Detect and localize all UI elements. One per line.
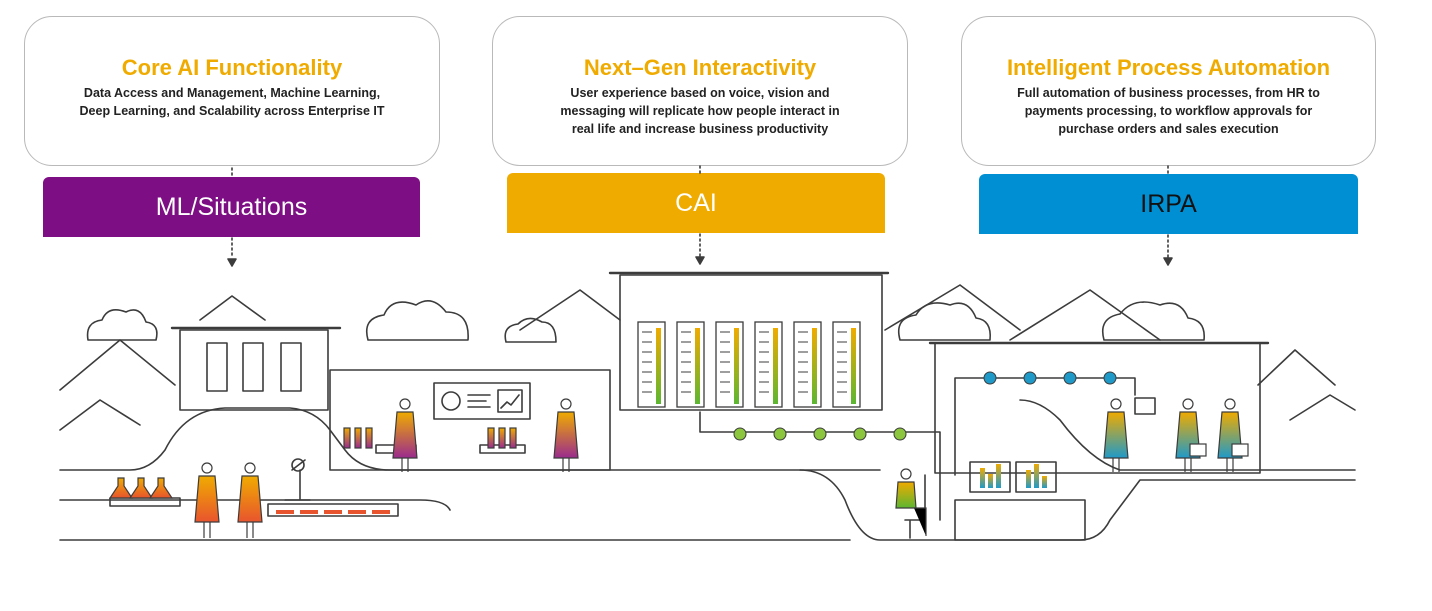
window [280,342,302,392]
card-title: Next–Gen Interactivity [583,55,817,80]
conveyor [267,503,399,517]
label-ml-situations: ML/Situations [43,177,420,237]
ground-line [59,499,451,511]
window [242,342,264,392]
hill-right [1019,399,1356,471]
mountain [1289,394,1356,421]
person-office-worker [1103,398,1129,472]
building-ml [179,329,329,411]
tablet-icon [1134,397,1156,415]
desk [954,499,1086,541]
test-tubes [343,427,517,449]
server-racks [637,321,861,408]
cloud-icon [1101,301,1205,341]
mountain [1009,289,1161,341]
microscope-icon [284,459,311,501]
mountain [59,339,176,391]
arrow-down-icon [695,256,705,265]
lab-wall [329,369,611,471]
label-text: IRPA [1140,189,1197,218]
irpa-building [934,342,1261,474]
mountain [519,289,621,331]
person-scientist [194,462,220,538]
cloud-icon [504,317,557,343]
person-office-worker [1217,398,1243,472]
card-description: Full automation of business processes, f… [1017,86,1320,136]
gauge-icon [441,391,461,411]
mountain [1257,349,1336,386]
briefcase-icon [1189,443,1207,457]
label-cai: CAI [507,173,885,233]
label-text: CAI [675,188,717,217]
monitor-charts [980,464,1047,488]
person-scientist [392,398,418,472]
person-office-worker [1175,398,1201,472]
card-description: Data Access and Management, Machine Lear… [79,86,385,118]
window [206,342,228,392]
mountain [884,284,1021,331]
data-pipe [954,377,1136,476]
mountain [59,399,141,431]
label-text: ML/Situations [155,192,308,221]
mountain [199,295,266,321]
flasks [108,477,174,499]
briefcase-icon [1231,443,1249,457]
label-irpa: IRPA [979,174,1358,234]
person-scientist [553,398,579,472]
pipe-nodes-blue [983,371,1117,385]
pipe-nodes-green [733,427,907,441]
dashboard-panel [433,382,531,420]
card-title: Core AI Functionality [121,55,343,80]
card-process-automation: Intelligent Process Automation Full auto… [961,16,1376,166]
person-scientist [237,462,263,538]
cloud-icon [897,302,992,341]
conveyor-items [276,510,390,514]
card-description: User experience based on voice, vision a… [560,86,840,136]
cloud-icon [86,309,158,341]
arrow-down-icon [1163,257,1173,266]
monitor [1015,461,1057,493]
terrain-left [59,407,881,471]
person-seated-worker [895,468,927,536]
line-chart-icon [497,389,523,413]
card-title: Intelligent Process Automation [1006,55,1331,80]
card-core-ai: Core AI Functionality Data Access and Ma… [24,16,440,166]
arrow-down-icon [227,258,237,267]
cloud-icon [365,300,469,341]
monitor [969,461,1011,493]
server-building [619,274,883,411]
terrain-right [799,469,1356,541]
card-next-gen: Next–Gen Interactivity User experience b… [492,16,908,166]
